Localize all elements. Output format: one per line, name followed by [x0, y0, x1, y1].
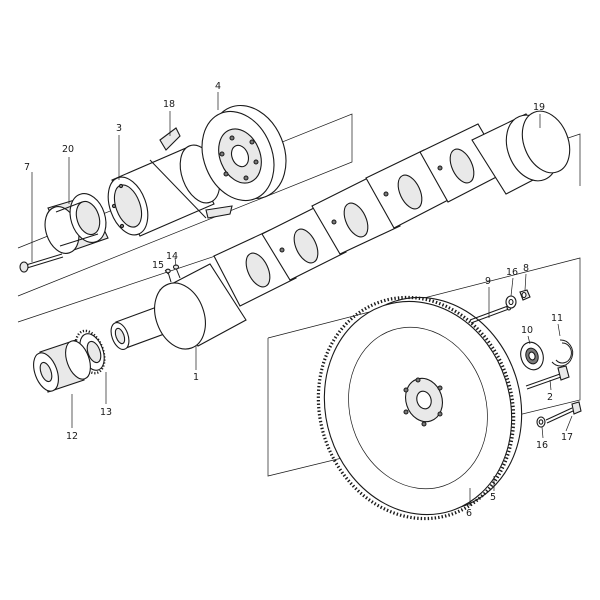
- collar-part-12: [33, 339, 91, 393]
- label-part-16-lower: 16: [536, 440, 548, 451]
- label-part-3: 3: [116, 123, 122, 134]
- label-part-8: 8: [523, 263, 529, 274]
- flywheel-part-5: [323, 296, 523, 516]
- damper-pulley-part-4: [201, 104, 287, 202]
- bolt-part-2: [525, 365, 570, 390]
- label-part-7: 7: [24, 162, 30, 173]
- label-part-19: 19: [533, 102, 545, 113]
- label-part-20: 20: [62, 144, 74, 155]
- pin-part-15: [165, 268, 172, 283]
- label-part-6: 6: [466, 508, 472, 519]
- label-part-10: 10: [521, 325, 533, 336]
- leader-lines: [31, 92, 573, 506]
- label-part-11: 11: [551, 313, 563, 324]
- label-part-9: 9: [485, 276, 491, 287]
- bearing-part-10: [520, 341, 544, 371]
- label-part-2: 2: [547, 392, 553, 403]
- part-number-labels: 7 20 3 18 4 19 14 15 1 13 12 9 16 8 10 1…: [24, 81, 573, 519]
- label-part-16-upper: 16: [506, 267, 518, 278]
- washer-part-16-lower: [536, 416, 546, 428]
- label-part-15: 15: [152, 260, 164, 271]
- label-part-4: 4: [215, 81, 221, 92]
- ring-gear-part-6: [316, 295, 516, 521]
- label-part-1: 1: [193, 372, 199, 383]
- label-part-17: 17: [561, 432, 573, 443]
- crankshaft-part-1: [110, 110, 571, 350]
- label-part-5: 5: [490, 492, 496, 503]
- label-part-14: 14: [166, 251, 178, 262]
- label-part-13: 13: [100, 407, 112, 418]
- crankshaft-guide-frame: [17, 133, 581, 323]
- pulley-ring-part-20: [44, 193, 109, 254]
- bolt-part-7: [19, 253, 64, 273]
- label-part-18: 18: [163, 99, 175, 110]
- snap-ring-part-11: [551, 339, 574, 367]
- pin-part-14: [172, 264, 181, 279]
- washer-part-16-upper: [505, 295, 517, 309]
- key-part-18: [159, 127, 233, 219]
- nut-part-8: [519, 289, 531, 301]
- flywheel-guide-frame: [267, 257, 581, 477]
- label-part-12: 12: [66, 431, 78, 442]
- bolt-part-17: [545, 401, 582, 424]
